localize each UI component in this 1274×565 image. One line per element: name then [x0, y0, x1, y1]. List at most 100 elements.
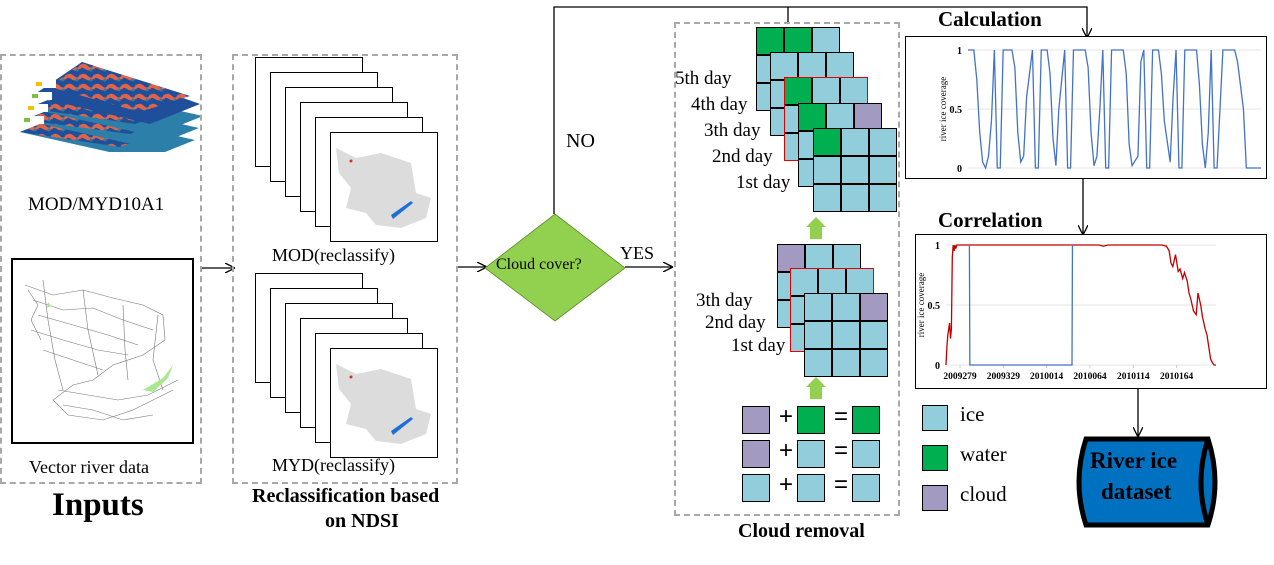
x-tick-label: 2010164 [1160, 372, 1194, 382]
x-tick-label: 2010014 [1030, 372, 1064, 382]
calculation-plot: 0 0.5 1 river ice coverage [938, 46, 1261, 175]
correlation-title: Correlation [938, 208, 1043, 232]
reclass-title-line1: Reclassification based [252, 485, 440, 507]
arrow-no-to-calculation [553, 6, 1087, 214]
grid-cell-ice [826, 53, 853, 80]
day-label: 5th day [675, 68, 732, 89]
dataset-label-line1: River ice [1090, 448, 1178, 473]
inputs-title: Inputs [52, 487, 144, 523]
equals-sign: = [834, 403, 849, 430]
y-axis-label: river ice coverage [916, 273, 926, 337]
x-tick-label: 2009329 [987, 372, 1021, 382]
legend-label-water: water [960, 442, 1007, 466]
grid-cell-ice [869, 156, 896, 184]
decision-diamond [484, 213, 626, 322]
decision-no-label: NO [566, 130, 595, 152]
grid-cell-ice [841, 184, 869, 211]
day-label: 3th day [696, 290, 753, 311]
vector-river-map [11, 258, 194, 444]
y-tick-label: 0 [957, 164, 962, 175]
grid-cell-cloud [778, 245, 805, 272]
decision-question: Cloud cover? [496, 256, 582, 273]
grid-cell-water [799, 104, 826, 131]
calculation-title: Calculation [938, 7, 1042, 31]
grid-cell-ice [840, 78, 867, 105]
rule-swatch-ice [797, 474, 825, 502]
green-up-arrow-upper [806, 217, 826, 239]
legend-label-cloud: cloud [960, 482, 1007, 506]
grid-cell-ice [841, 129, 869, 156]
y-axis-label: river ice coverage [938, 77, 948, 141]
mod-sheet-front [330, 132, 438, 242]
grid-cell-ice [832, 321, 860, 349]
modis-label: MOD/MYD10A1 [28, 194, 165, 215]
x-tick-label: 2009279 [943, 372, 977, 382]
grid-cell-ice [846, 269, 873, 296]
grid-cell-cloud [860, 294, 887, 321]
rule-swatch-ice [852, 474, 880, 502]
legend-swatch-water [922, 445, 948, 471]
grid-cell-ice [841, 156, 869, 184]
equals-sign: = [834, 471, 849, 498]
vector-river-label: Vector river data [29, 457, 149, 477]
legend-swatch-cloud [922, 485, 948, 511]
y-tick-label: 0.5 [928, 301, 941, 312]
river-ice-dataset-cylinder [1076, 436, 1218, 528]
plus-sign: + [779, 437, 794, 464]
series-line-original [968, 244, 1074, 366]
dataset-label-line2: dataset [1101, 479, 1172, 504]
decision-yes-label: YES [620, 243, 655, 263]
mod-reclass-stack [255, 57, 445, 247]
rule-swatch-ice [797, 440, 825, 468]
grid-cell-ice [805, 294, 832, 321]
y-tick-label: 0 [935, 361, 940, 372]
grid-cell-ice [860, 321, 887, 349]
mod-reclass-label: MOD(reclassify) [272, 245, 395, 265]
y-tick-label: 1 [935, 241, 940, 252]
day-label: 2nd day [705, 312, 766, 333]
series-line-cloud-removed [945, 244, 1216, 366]
myd-reclass-stack [255, 273, 445, 463]
grid-cell-ice [805, 349, 832, 376]
pixel-grid [813, 128, 897, 212]
grid-cell-water [784, 28, 812, 55]
rule-swatch-cloud [742, 440, 770, 468]
legend: ice water cloud [922, 402, 1042, 515]
river-network-graphic [24, 279, 179, 421]
modis-layer [32, 62, 200, 124]
plus-sign: + [779, 403, 794, 430]
inputs-panel [0, 54, 202, 484]
grid-cell-ice [826, 104, 854, 131]
day-label: 1st day [731, 335, 786, 356]
rule-swatch-ice [852, 440, 880, 468]
grid-cell-ice [771, 53, 798, 80]
grid-cell-ice [798, 53, 826, 80]
correlation-plot: 0 0.5 1 river ice coverage 2009279 2009329 201… [916, 241, 1216, 382]
rule-swatch-water [852, 406, 880, 434]
day-label: 4th day [691, 94, 748, 115]
grid-cell-ice [869, 129, 896, 156]
x-tick-label: 2010114 [1117, 372, 1150, 382]
pixel-grid [804, 293, 888, 377]
grid-cell-ice [869, 184, 896, 211]
grid-cell-ice [812, 78, 840, 105]
y-tick-label: 1 [957, 46, 962, 57]
grid-cell-ice [833, 245, 860, 272]
series-line-river-ice-coverage [968, 49, 1261, 170]
grid-cell-cloud [854, 104, 881, 131]
myd-reclass-map [336, 364, 431, 444]
rule-swatch-ice [742, 474, 770, 502]
grid-cell-ice [814, 156, 841, 184]
modis-image-stack [20, 62, 200, 152]
grid-cell-ice [791, 269, 818, 296]
grid-cell-ice [832, 294, 860, 321]
grid-cell-ice [805, 245, 833, 272]
y-tick-label: 0.5 [950, 105, 963, 116]
equals-sign: = [834, 437, 849, 464]
mod-reclass-map [336, 148, 431, 228]
grid-cell-water [757, 28, 784, 55]
legend-label-ice: ice [960, 402, 985, 426]
grid-cell-water [814, 129, 841, 156]
legend-swatch-ice [922, 405, 948, 431]
